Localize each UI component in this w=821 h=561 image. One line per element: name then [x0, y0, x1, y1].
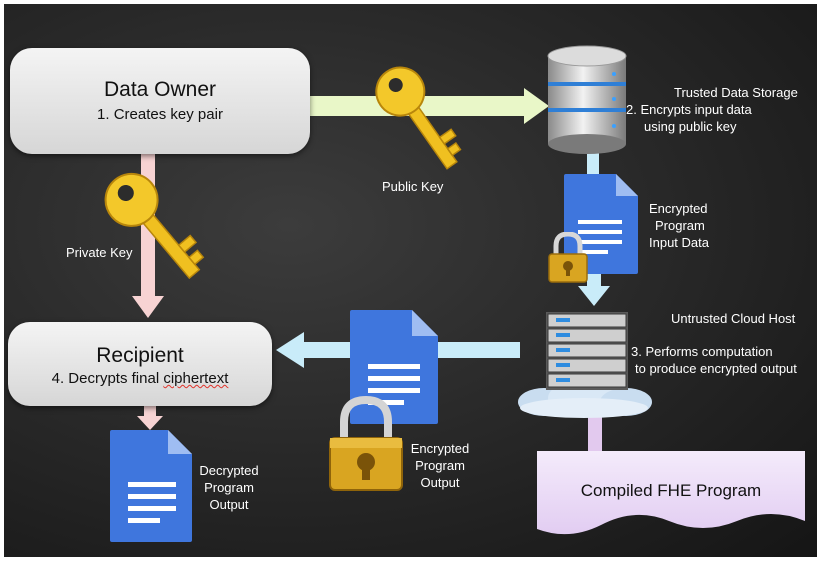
decrypted-output-line-3: Output [209, 497, 249, 512]
data-owner-step: 1. Creates key pair [97, 106, 223, 123]
storage-to-doc-connector [587, 152, 599, 174]
document-icon [110, 430, 192, 542]
encrypted-output-line-2: Program [415, 458, 465, 473]
decrypted-output-line-1: Decrypted [199, 463, 259, 478]
recipient-title: Recipient [96, 344, 184, 367]
cloud-step-2: to produce encrypted output [635, 361, 797, 376]
public-key-label: Public Key [382, 179, 444, 194]
public-key-arrow [310, 88, 549, 124]
recipient-box: Recipient 4. Decrypts final ciphertext [8, 322, 272, 406]
trusted-storage-step-2: using public key [644, 119, 737, 134]
encrypted-output-line-1: Encrypted [410, 441, 470, 456]
recipient-to-output-arrow [137, 406, 163, 430]
fhe-program-shape: Compiled FHE Program [537, 451, 805, 541]
cloud-host-title: Untrusted Cloud Host [671, 311, 796, 326]
padlock-icon [329, 396, 403, 491]
fhe-program-background [537, 451, 805, 535]
encrypted-input-line-3: Input Data [649, 235, 709, 250]
trusted-storage-title: Trusted Data Storage [674, 85, 798, 100]
diagram-canvas: Data Owner 1. Creates key pair Recipient… [4, 4, 817, 557]
document-icon [350, 310, 438, 424]
private-key-arrow [132, 154, 164, 318]
recipient-step-prefix: 4. Decrypts final [51, 370, 164, 387]
data-owner-title: Data Owner [103, 78, 217, 101]
encrypted-output-line-3: Output [420, 475, 460, 490]
private-key-label: Private Key [66, 245, 133, 260]
key-icon [375, 66, 462, 170]
doc-to-cloud-arrow [578, 272, 610, 306]
data-owner-box: Data Owner 1. Creates key pair [10, 48, 310, 154]
server-rack-icon [546, 312, 628, 390]
recipient-step: 4. Decrypts final ciphertext [8, 370, 272, 387]
decrypted-output-line-2: Program [204, 480, 254, 495]
encrypted-input-line-2: Program [655, 218, 705, 233]
encrypted-input-line-1: Encrypted [649, 201, 708, 216]
fhe-program-label: Compiled FHE Program [580, 481, 762, 500]
cloud-step-1: 3. Performs computation [631, 344, 773, 359]
key-icon [104, 172, 205, 280]
trusted-storage-step-1: 2. Encrypts input data [626, 102, 752, 117]
recipient-step-word: ciphertext [163, 370, 229, 387]
padlock-icon [548, 232, 588, 283]
database-icon [547, 45, 627, 154]
